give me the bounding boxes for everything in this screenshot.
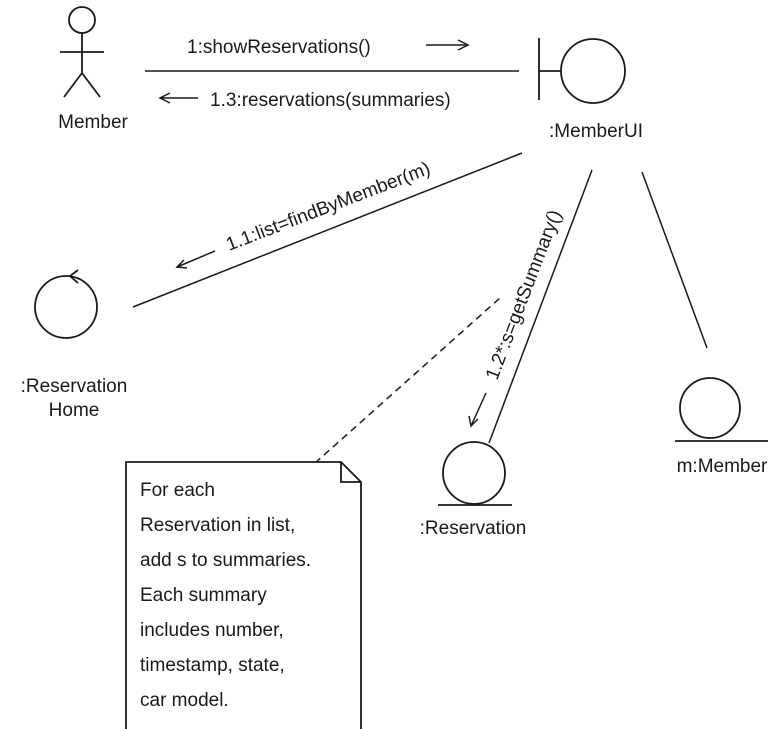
note [125,461,362,729]
entity-circle [679,377,741,439]
message-list-find-by-member: 1.1:list=findByMember(m) [223,158,433,255]
note-line: timestamp, state, [140,655,285,676]
entity-circle [442,441,506,505]
actor-right-leg [81,72,101,98]
link-memberui-reservation [488,169,593,444]
message-get-summary: 1.2*:s=getSummary() [482,207,566,383]
arrow-down-left-icon [468,392,487,428]
note-folded-corner [340,462,361,483]
member-actor-label: Member [58,112,128,133]
reservation-home-control-icon [34,269,98,339]
note-line: car model. [140,690,229,711]
member-actor [60,6,104,98]
control-circle [34,275,98,339]
note-line: includes number, [140,620,284,641]
note-anchor-dashed-line [314,297,501,464]
reservation-home-label-line-2: Home [49,400,100,421]
actor-left-leg [63,72,83,98]
note-line: Each summary [140,585,267,606]
member-ui-boundary-icon [538,38,626,104]
control-arrowhead [68,269,79,284]
member-entity-icon [675,377,768,442]
link-memberui-member [641,171,708,349]
actor-head [68,6,96,34]
note-line: For each [140,480,215,501]
arrow-left-icon [158,92,198,104]
note-line: add s to summaries. [140,550,311,571]
arrow-right-icon [426,39,470,51]
member-entity-label: m:Member [677,456,768,477]
message-show-reservations: 1:showReservations() [187,37,371,58]
note-line: Reservation in list, [140,515,295,536]
arrow-down-left-icon [175,250,216,269]
message-reservations-summaries: 1.3:reservations(summaries) [210,90,451,111]
link-memberui-reservationhome [132,152,523,308]
reservation-entity-icon [438,441,512,506]
boundary-circle [560,38,626,104]
reservation-home-label-line-1: :Reservation [21,376,128,397]
reservation-entity-label: :Reservation [420,518,527,539]
member-ui-label: :MemberUI [549,121,643,142]
